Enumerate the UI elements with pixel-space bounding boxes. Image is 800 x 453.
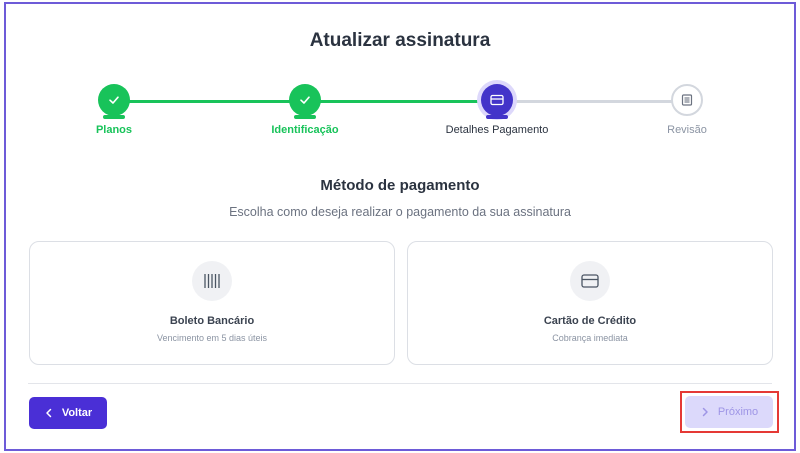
- chevron-right-icon: [702, 407, 708, 417]
- step-todo-circle: [671, 84, 703, 116]
- credit-card-icon: [490, 94, 504, 106]
- barcode-icon: [204, 274, 220, 288]
- payment-option-boleto[interactable]: Boleto Bancário Vencimento em 5 dias úte…: [29, 241, 395, 365]
- step-label: Planos: [95, 124, 133, 136]
- option-title: Cartão de Crédito: [543, 315, 637, 327]
- step-underbar: [486, 115, 508, 119]
- step-active-circle: [481, 84, 513, 119]
- main-panel: [4, 2, 796, 451]
- back-button[interactable]: Voltar: [29, 397, 107, 429]
- step-identificacao[interactable]: Identificação: [230, 84, 380, 136]
- next-button-highlight: [680, 391, 779, 433]
- option-icon-wrap: [192, 261, 232, 301]
- credit-card-icon: [581, 274, 599, 288]
- step-underbar: [294, 115, 316, 119]
- page-title: Atualizar assinatura: [309, 30, 491, 51]
- back-button-label: Voltar: [61, 407, 93, 419]
- step-underbar: [103, 115, 125, 119]
- payment-section-title: Método de pagamento: [320, 177, 480, 194]
- step-label: Identificação: [271, 124, 339, 136]
- option-title: Boleto Bancário: [169, 315, 255, 327]
- step-check-circle: [289, 84, 321, 119]
- step-label: Revisão: [667, 124, 707, 136]
- step-revisao[interactable]: Revisão: [612, 84, 762, 136]
- step-label: Detalhes Pagamento: [445, 124, 549, 136]
- step-check-circle: [98, 84, 130, 119]
- document-icon: [681, 94, 693, 106]
- check-icon: [300, 96, 310, 104]
- next-button[interactable]: Próximo: [685, 396, 773, 428]
- payment-section-subtitle: Escolha como deseja realizar o pagamento…: [229, 205, 571, 219]
- footer-divider: [28, 383, 772, 384]
- check-icon: [109, 96, 119, 104]
- chevron-left-icon: [46, 408, 52, 418]
- next-button-label: Próximo: [717, 406, 759, 418]
- option-subtitle: Cobrança imediata: [552, 333, 628, 343]
- option-icon-wrap: [570, 261, 610, 301]
- step-planos[interactable]: Planos: [39, 84, 189, 136]
- option-subtitle: Vencimento em 5 dias úteis: [156, 333, 268, 343]
- stepper-track-remaining: [497, 100, 687, 103]
- payment-option-cartao[interactable]: Cartão de Crédito Cobrança imediata: [407, 241, 773, 365]
- step-detalhes-pagamento[interactable]: Detalhes Pagamento: [422, 84, 572, 136]
